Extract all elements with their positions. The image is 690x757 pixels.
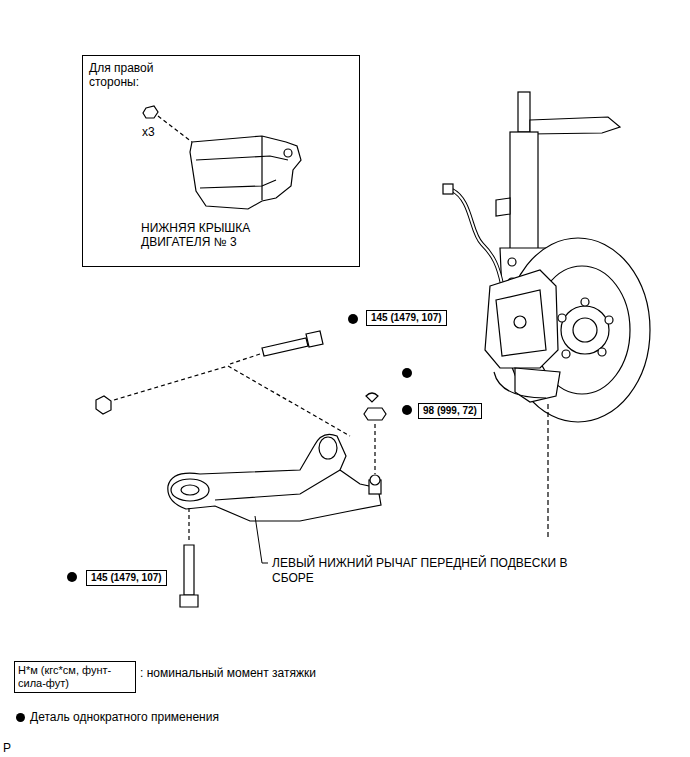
brake-disc [581, 298, 589, 306]
one-time-use-mark [67, 572, 77, 582]
screw [158, 116, 192, 142]
lower-control-arm [181, 485, 199, 495]
bolt [306, 331, 323, 347]
lower-control-arm [319, 437, 337, 459]
ball-joint-nut [364, 393, 386, 474]
brake-hose [443, 184, 502, 284]
page-marker: P [3, 741, 11, 756]
engine-cover [261, 136, 262, 200]
lower-control-arm [171, 479, 209, 501]
brake-caliper [496, 290, 546, 356]
one-time-use-mark [348, 314, 358, 324]
legend-text: Деталь однократного применения [30, 710, 219, 725]
ball-joint-nut [364, 408, 386, 420]
lower-control-arm [370, 475, 380, 485]
torque-box: 145 (1479, 107) [366, 310, 447, 326]
legend-dot [16, 713, 25, 722]
nut [230, 354, 260, 364]
engine-cover [190, 136, 301, 209]
brake-hose [443, 184, 453, 194]
bolt [180, 595, 198, 607]
brake-disc [573, 318, 597, 342]
screw [143, 106, 192, 142]
steering-knuckle [494, 372, 546, 398]
engine-cover [284, 149, 292, 157]
bolt [184, 545, 194, 595]
one-time-use-mark [67, 314, 412, 582]
brake-disc [598, 348, 606, 356]
brake-disc [561, 306, 609, 354]
legend-text: : номинальный момент затяжки [140, 666, 316, 681]
strut [496, 198, 510, 216]
strut [510, 132, 538, 262]
brake-caliper [485, 270, 558, 368]
lower-control-arm [215, 470, 340, 500]
legend-torque-box: Н*м (кгс*см, фунт-сила-фут) [14, 661, 136, 693]
strut [508, 258, 516, 266]
engine-cover [196, 156, 288, 160]
inset-panel: Для правой стороны: x3НИЖНЯЯ КРЫШКА ДВИГА… [82, 55, 360, 267]
ball-joint-nut [374, 424, 375, 474]
leader-line [255, 516, 268, 563]
part-name: ЛЕВЫЙ НИЖНИЙ РЫЧАГ ПЕРЕДНЕЙ ПОДВЕСКИ В С… [272, 556, 612, 586]
screw [143, 106, 158, 118]
brake-disc [562, 350, 570, 358]
brake-hose [452, 190, 502, 284]
nut [96, 396, 111, 414]
value-text: 145 (1479, 107) [371, 312, 442, 324]
inset-heading: Для правой стороны: [89, 61, 184, 90]
leader-line [255, 516, 268, 563]
lower-control-arm [168, 434, 381, 521]
brake-caliper [485, 270, 558, 368]
steering-knuckle [515, 368, 560, 402]
bolt [262, 338, 308, 356]
brake-hose [452, 190, 502, 284]
strut [518, 92, 530, 132]
value-text: 98 (999, 72) [423, 405, 477, 417]
one-time-use-mark [402, 368, 412, 378]
steering-knuckle [494, 368, 560, 540]
one-time-use-mark [402, 405, 412, 415]
steering-knuckle [547, 404, 548, 540]
brake-disc [605, 316, 613, 324]
part-name: НИЖНЯЯ КРЫШКА ДВИГАТЕЛЯ № 3 [141, 221, 291, 250]
nut [114, 366, 350, 436]
bolt [188, 505, 189, 540]
torque-box: 98 (999, 72) [418, 403, 482, 419]
quantity-label: x3 [142, 125, 155, 139]
brake-caliper [514, 316, 526, 328]
value-text: Н*м (кгс*см, фунт-сила-фут) [18, 664, 132, 690]
strut [530, 117, 620, 134]
value-text: 145 (1479, 107) [91, 572, 162, 584]
torque-box: 145 (1479, 107) [86, 570, 167, 586]
ball-joint-nut [366, 393, 378, 402]
engine-cover [190, 136, 301, 209]
lower-control-arm [168, 434, 381, 521]
nut [96, 354, 350, 436]
brake-disc [558, 314, 566, 322]
engine-cover [200, 180, 276, 188]
